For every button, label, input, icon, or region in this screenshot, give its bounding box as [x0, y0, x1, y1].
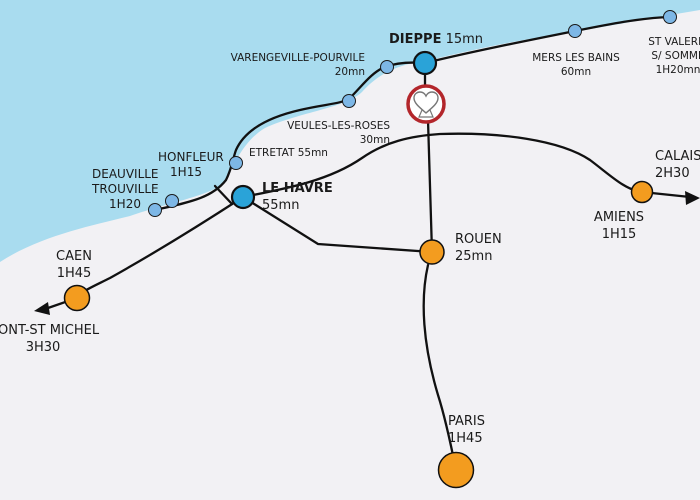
- arrow-mont-st-michel-icon: [34, 302, 50, 315]
- label-calais-time: 2H30: [655, 166, 690, 181]
- label-varengeville-name: VARENGEVILLE-POURVILE: [230, 52, 365, 64]
- label-mers-time: 60mn: [560, 66, 592, 78]
- label-amiens-time: 1H15: [601, 227, 637, 242]
- label-dieppe: DIEPPE 15mn: [389, 31, 483, 48]
- label-veules-time: 30mn: [359, 134, 390, 146]
- label-mers: MERS LES BAINS 60mn: [526, 51, 626, 79]
- label-varengeville-time: 20mn: [334, 66, 365, 78]
- label-amiens-name: AMIENS: [593, 210, 645, 225]
- label-le-havre-name: LE HAVRE: [262, 181, 333, 196]
- label-paris-time: 1H45: [448, 431, 483, 446]
- coastal-stations: [148, 10, 677, 217]
- hub-stations: [230, 50, 438, 210]
- station-etretat: [229, 156, 243, 170]
- label-honfleur: HONFLEUR 1H15: [158, 150, 224, 180]
- line-deauville-honfleur: [213, 184, 234, 206]
- label-le-havre: LE HAVRE 55mn: [262, 180, 333, 214]
- station-varengeville: [380, 60, 394, 74]
- station-amiens: [630, 180, 654, 204]
- label-honfleur-time: 1H15: [170, 165, 202, 179]
- label-caen: CAEN 1H45: [50, 248, 98, 282]
- heart-in-circle-icon: [406, 84, 446, 124]
- station-veules: [342, 94, 356, 108]
- city-stations: [63, 180, 654, 489]
- label-honfleur-name: HONFLEUR: [158, 150, 224, 164]
- line-havre-calais: [241, 132, 692, 199]
- label-mers-name: MERS LES BAINS: [532, 52, 620, 64]
- label-etretat-name: ETRETAT: [249, 147, 295, 159]
- arrow-calais-icon: [685, 191, 700, 205]
- label-trouville-name: TROUVILLE: [92, 182, 159, 196]
- label-dieppe-name: DIEPPE: [389, 32, 442, 47]
- label-stvalery: ST VALERIE S/ SOMME 1H20mn: [640, 35, 700, 77]
- label-mont-st-michel-time: 3H30: [25, 340, 61, 355]
- label-stvalery-time: 1H20mn: [655, 64, 700, 76]
- label-deauville: DEAUVILLE TROUVILLE 1H20: [92, 167, 159, 212]
- station-deauville: [148, 203, 162, 217]
- label-veules-name: VEULES-LES-ROSES: [287, 120, 390, 132]
- label-rouen-time: 25mn: [455, 249, 493, 264]
- label-varengeville: VARENGEVILLE-POURVILE 20mn: [231, 51, 365, 79]
- station-paris: [437, 451, 475, 489]
- label-calais-name: CALAIS: [655, 149, 700, 164]
- label-caen-time: 1H45: [56, 266, 92, 281]
- station-stvalery: [663, 10, 677, 24]
- label-deauville-time: 1H20: [109, 197, 141, 211]
- label-etretat-time: 55mn: [297, 147, 328, 159]
- label-deauville-name: DEAUVILLE: [92, 167, 159, 181]
- line-rouen-paris: [422, 263, 458, 472]
- station-caen: [63, 284, 91, 312]
- label-paris: PARIS 1H45: [448, 413, 485, 447]
- label-stvalery-name2: S/ SOMME: [651, 50, 700, 62]
- label-rouen-name: ROUEN: [455, 232, 502, 247]
- station-honfleur: [165, 194, 179, 208]
- label-stvalery-name: ST VALERIE: [648, 36, 700, 48]
- station-mers: [568, 24, 582, 38]
- label-calais: CALAIS 2H30: [655, 148, 700, 182]
- label-veules: VEULES-LES-ROSES 30mn: [287, 119, 390, 147]
- label-amiens: AMIENS 1H15: [590, 209, 648, 243]
- rail-lines: [46, 15, 692, 472]
- station-dieppe: [412, 50, 438, 76]
- label-mont-st-michel: ONT-ST MICHEL 3H30: [0, 322, 100, 356]
- label-caen-name: CAEN: [56, 249, 92, 264]
- line-havre-rouen: [241, 195, 434, 254]
- station-le-havre: [230, 184, 256, 210]
- station-rouen: [419, 239, 445, 265]
- label-paris-name: PARIS: [448, 414, 486, 429]
- label-rouen: ROUEN 25mn: [455, 231, 502, 265]
- line-coastal: [153, 15, 672, 212]
- label-mont-st-michel-name: ONT-ST MICHEL: [0, 323, 100, 338]
- label-dieppe-time: 15mn: [445, 32, 484, 47]
- label-etretat: ETRETAT 55mn: [249, 146, 328, 160]
- label-le-havre-time: 55mn: [262, 198, 300, 213]
